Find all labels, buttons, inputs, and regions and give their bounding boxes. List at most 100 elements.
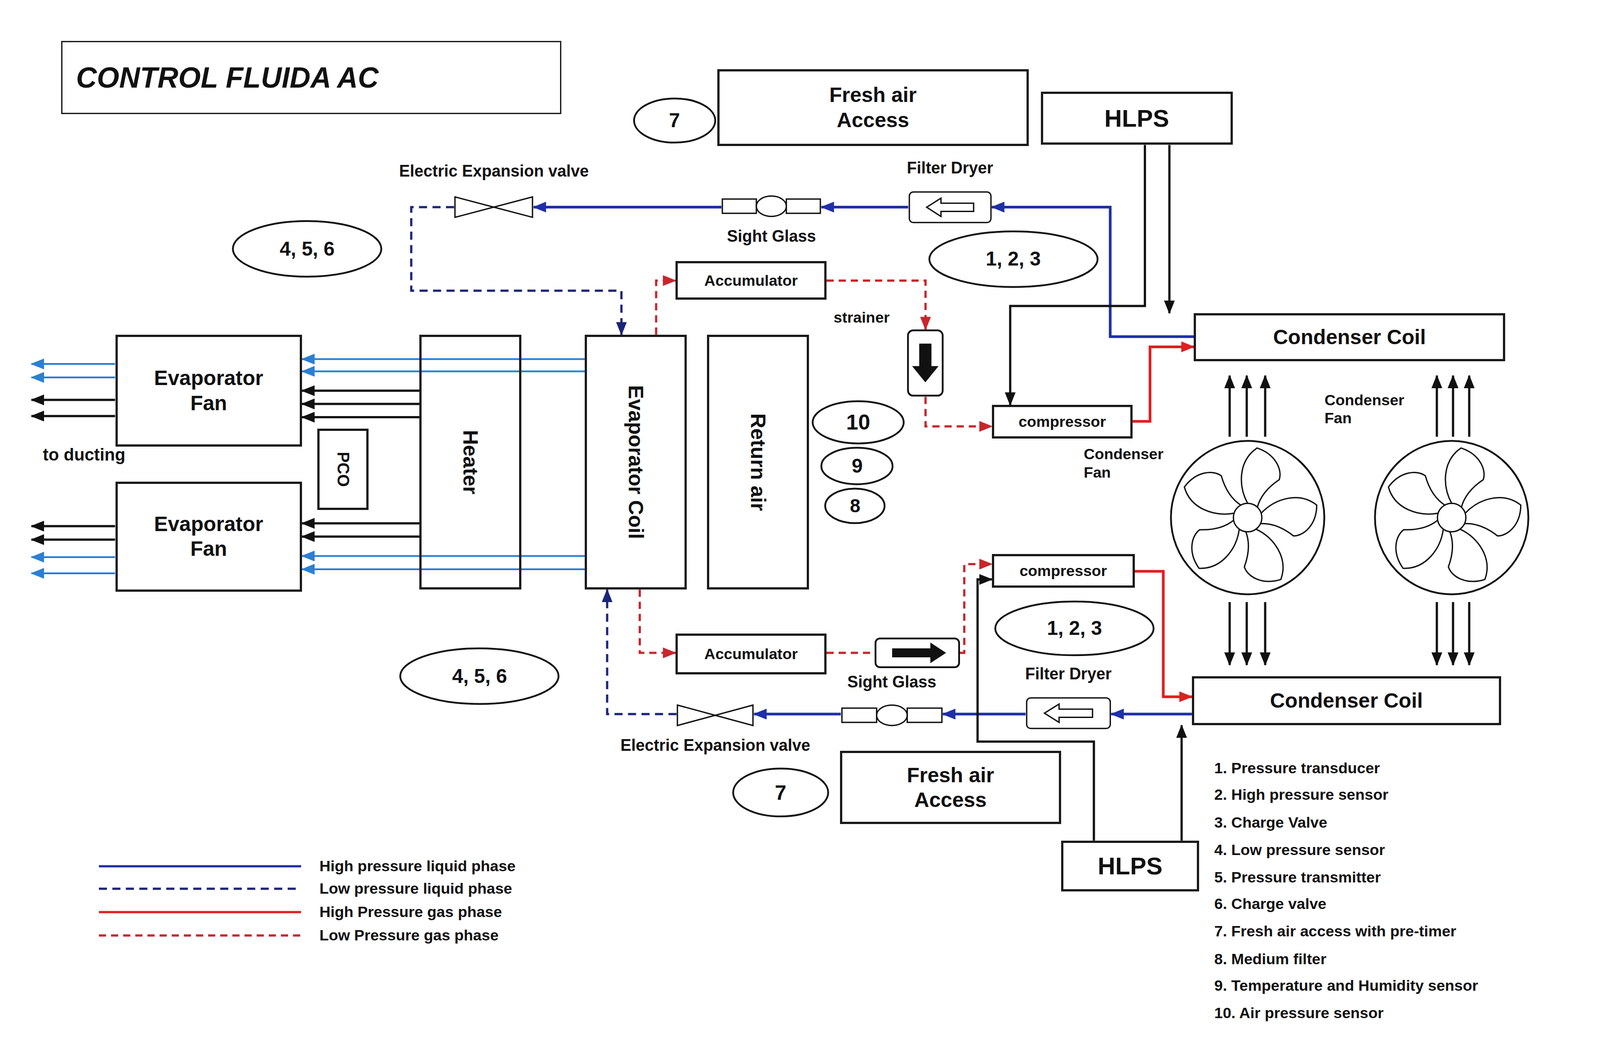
pipe-stub [906,708,942,723]
sight-window [876,705,907,726]
connector [1132,346,1194,422]
connector [302,523,420,538]
connector [302,555,585,570]
connector-line [1111,712,1192,716]
strainer-symbol [906,329,944,397]
part-label: Condenser Fan [1083,444,1166,482]
node-text: Accumulator [704,271,798,290]
filter-symbol [1025,697,1112,730]
connector [640,589,676,654]
connector [1168,144,1170,314]
component-box: HLPS [1061,840,1200,893]
callout-ellipse [633,98,716,143]
filter-dryer: Filter Dryer [908,191,992,224]
legend-list-item: 2. High pressure sensor [1214,785,1389,805]
connector [533,206,722,208]
valve-symbol [453,195,534,219]
callout-number: 1, 2, 3 [926,229,1101,289]
component-box: Fresh air Access [717,69,1029,146]
pipe-stub [722,199,757,214]
air-arrow [31,525,116,528]
component-box: Evaporator Fan [115,334,303,448]
legend-list-item: 10. Air pressure sensor [1214,1004,1384,1023]
callout-ellipse [825,488,885,524]
air-arrow [31,399,116,402]
node-text: 10 [846,409,871,436]
node-text: 4, 5, 6 [279,237,335,262]
connector-line [533,205,722,209]
valve-half [493,196,533,218]
fan-symbol [1168,438,1327,597]
air-arrow [1228,602,1232,666]
expansion-valve: Electric Expansion valve [453,195,534,219]
node-text: Condenser Coil [1273,324,1427,350]
connector [821,206,909,208]
air-arrow [31,363,116,365]
duct-outflow-arrows [31,364,116,574]
connector-line [411,207,622,335]
node-text: HLPS [1097,851,1163,881]
legend-list-item: 1. Pressure transducer [1214,759,1381,778]
strainer-body [908,330,943,396]
legend-list-item: 5. Pressure transmitter [1214,868,1381,887]
component-box: compressor [991,404,1133,439]
fan-hub [1437,503,1466,533]
connector-line [302,389,420,392]
node-text: Evaporator Fan [134,511,283,562]
legend-list-item: 9. Temperature and Humidity sensor [1214,976,1479,996]
node-text: Fresh air Access [798,82,947,133]
connector [302,359,585,372]
sight-glass-symbol [721,195,822,218]
part-label: Electric Expansion valve [620,735,811,756]
callout-ellipse [232,221,382,277]
expansion-valve: Electric Expansion valve [676,704,755,727]
sight-glass: Sight Glass [840,704,943,727]
flow-note: to ducting [42,444,126,466]
connector-line [1168,144,1171,314]
air-arrow [1468,602,1471,666]
connector-line [826,280,926,330]
connector [1181,725,1183,841]
fan-symbol [1372,438,1531,597]
connector-line [302,535,420,538]
node-text: 9 [851,454,863,479]
part-label: strainer [833,308,890,327]
air-arrow [1264,602,1267,666]
flow-arrow [926,197,974,217]
component-box: PCO [317,428,369,511]
node-text: 7 [774,780,787,806]
node-text: Evaporator Coil [623,385,649,540]
connector [656,280,676,335]
title-box: CONTROL FLUIDA AC [61,40,562,115]
sight-glass: Sight Glass [721,195,822,218]
component-box: Fresh air Access [840,751,1062,825]
strainer: strainer [906,329,944,397]
part-label: Sight Glass [847,672,937,692]
callout-number: 8 [824,487,886,525]
valve-symbol [676,704,755,727]
node-text: compressor [1018,412,1107,432]
valve-half [455,196,494,218]
valve-half [715,705,754,726]
flow-arrow [1044,704,1093,723]
strainer-body [875,638,960,668]
callout-number: 4, 5, 6 [230,219,384,279]
callout-number: 4, 5, 6 [397,646,561,707]
legend-line [98,934,302,938]
callout-number: 1, 2, 3 [992,600,1156,658]
callout-ellipse [928,231,1098,288]
connector-line [302,416,420,419]
component-box: Evaporator Coil [584,334,687,591]
strainer-arrow [892,642,947,664]
title-text: CONTROL FLUIDA AC [75,61,379,95]
sight-glass-symbol [840,704,943,727]
node-text: 1, 2, 3 [1047,616,1103,641]
air-arrow [1452,602,1455,666]
air-arrow [31,538,116,542]
air-arrow [31,556,116,559]
legend-list-item: 6. Charge valve [1214,894,1327,914]
connector-line [754,712,841,716]
legend-line [98,888,302,891]
filter-body [909,191,992,223]
